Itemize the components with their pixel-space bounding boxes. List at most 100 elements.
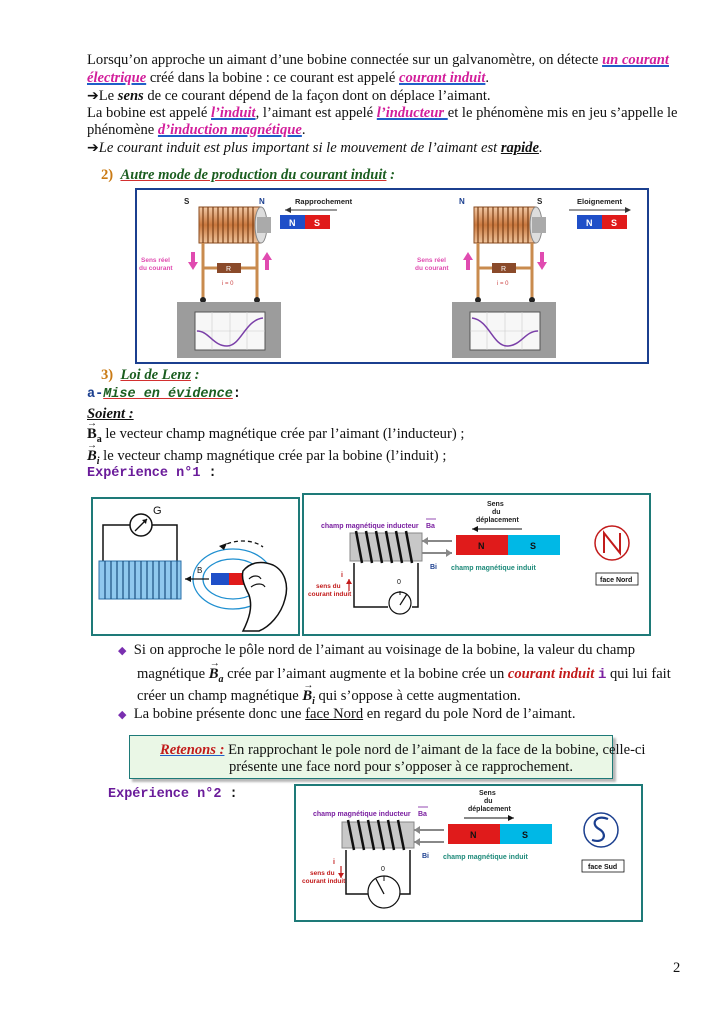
vector-ba-symbol: →Ba	[87, 418, 102, 445]
magnet-n-label: N	[478, 541, 485, 551]
resistor-label: R	[226, 266, 231, 273]
vector-letter: B	[302, 688, 313, 704]
intro-text: phénomène	[87, 122, 158, 138]
intro-line-3: ➔Le sens de ce courant dépend de la faço…	[87, 86, 491, 106]
vector-subscript: a	[218, 673, 224, 685]
figure-induction-modes-svg: S N Rapprochement N S R i = 0 Sens réel …	[139, 197, 631, 358]
magnet-south	[508, 535, 560, 555]
magnet-s-label: S	[611, 218, 617, 228]
coil	[198, 206, 262, 244]
intro-text: .	[538, 140, 543, 156]
current-arrow-up	[463, 252, 473, 270]
label-sens: Sens	[487, 501, 504, 508]
intro-text: , l’aimant est appelé	[255, 105, 377, 121]
resistor	[217, 263, 241, 273]
intro-line-2: électrique créé dans la bobine : ce cour…	[87, 68, 489, 88]
bullet-text: La bobine présente donc une	[133, 706, 306, 722]
bullet-1-line-2: magnétique →Ba crée par l’aimant augment…	[137, 658, 671, 690]
current-arrow-down	[537, 252, 547, 270]
retenons-text: En rapprochant le pole nord de l’aimant …	[224, 742, 646, 758]
label-face-sud: face Sud	[588, 864, 617, 871]
intro-text: Le courant induit est plus important si …	[98, 140, 501, 156]
bullet-1-line-1: ◆ Si on approche le pôle nord de l’aiman…	[118, 640, 635, 661]
label-champ-inducteur: champ magnétique inducteur	[313, 811, 411, 818]
label-south: S	[537, 197, 543, 206]
intro-line-5: phénomène d’induction magnétique.	[87, 120, 306, 140]
vector-bi-symbol: →Bi	[302, 680, 315, 707]
label-eloignement: Eloignement	[577, 197, 623, 206]
galvanometer-label: G	[153, 505, 162, 517]
experience-2-heading: Expérience n°2 :	[108, 787, 238, 802]
label-deplacement: déplacement	[468, 806, 511, 813]
magnet-north	[211, 573, 229, 585]
subsection-title: Mise en évidence	[103, 387, 233, 402]
bullet-text: créer un champ magnétique	[137, 688, 303, 704]
label-face-nord: face Nord	[600, 577, 632, 584]
figure-hand-magnet: G B	[91, 497, 300, 636]
section-3-title: 3) Loi de Lenz :	[101, 367, 200, 384]
bullet-1-line-3: créer un champ magnétique →Bi qui s’oppo…	[137, 680, 521, 712]
setup-eloignement: N S Eloignement N S R i = 0 Sens réel du…	[415, 197, 631, 358]
soient-label: Soient :	[87, 406, 134, 422]
bullet-text: crée par l’aimant augmente et la bobine …	[223, 666, 508, 682]
label-du: du	[492, 509, 501, 516]
label-sens-du: sens du	[316, 583, 341, 590]
magnet-south	[500, 824, 552, 844]
experience-colon: :	[221, 787, 238, 802]
current-i-label: i	[341, 572, 343, 579]
subsection-prefix: a-	[87, 387, 104, 402]
section-title-colon: :	[191, 367, 200, 383]
signal-curve	[471, 317, 539, 347]
section-title-text: Autre mode de production du courant indu…	[120, 167, 387, 183]
label-north: N	[459, 197, 465, 206]
label-north: N	[259, 197, 265, 206]
intro-text: de ce courant dépend de la façon dont on…	[143, 88, 491, 104]
retenons-label: Retenons :	[160, 742, 225, 758]
magnet-south	[602, 215, 627, 229]
subsection-colon: :	[232, 387, 241, 402]
vector-subscript: a	[96, 433, 102, 445]
vector-ba-definition: →Ba le vecteur champ magnétique crée par…	[87, 418, 464, 450]
term-electrique: électrique	[87, 70, 147, 86]
figure-induction-modes: S N Rapprochement N S R i = 0 Sens réel …	[135, 188, 649, 364]
motion-arrow	[220, 540, 264, 548]
section-number: 3)	[101, 367, 114, 383]
setup-rapprochement: S N Rapprochement N S R i = 0 Sens réel …	[139, 197, 353, 358]
current-arrow-down	[188, 252, 198, 270]
retenons-line-2: présente une face nord pour s’opposer à …	[229, 759, 574, 775]
coil	[473, 206, 537, 244]
section-number: 2)	[101, 167, 114, 183]
term-rapide: rapide	[500, 140, 539, 156]
sense-label-1: Sens réel	[417, 257, 446, 264]
magnet-n-label: N	[586, 218, 593, 228]
iron-core	[257, 217, 271, 233]
galvanometer-zero: 0	[397, 579, 401, 586]
magnet-north	[448, 824, 500, 844]
intro-text: .	[485, 70, 490, 86]
magnet-north	[456, 535, 508, 555]
resistor-label: R	[501, 266, 506, 273]
term-inducteur: l’inducteur	[376, 105, 448, 121]
bullet-icon: ◆	[118, 709, 127, 721]
magnet-s-label: S	[530, 541, 536, 551]
bullet-text: en regard du pole Nord de l’aimant.	[363, 706, 576, 722]
magnet-s-label: S	[522, 830, 528, 840]
intro-text: créé dans la bobine : ce courant est app…	[146, 70, 400, 86]
bullet-text: Si on approche le pôle nord de l’aimant …	[133, 642, 636, 658]
intro-text: .	[301, 122, 306, 138]
label-champ-induit: champ magnétique induit	[443, 854, 528, 861]
section-title-text: Loi de Lenz	[120, 367, 191, 383]
experience-1-heading: Expérience n°1 :	[87, 466, 217, 481]
vector-bi-symbol: →Bi	[87, 440, 100, 467]
term-sens: sens	[117, 88, 144, 104]
vector-bi-definition: →Bi le vecteur champ magnétique crée par…	[87, 440, 446, 472]
section-2-title: 2) Autre mode de production du courant i…	[101, 167, 395, 184]
experience-colon: :	[200, 466, 217, 481]
intro-text: Lorsqu’on approche un aimant d’une bobin…	[87, 52, 603, 68]
sense-label-2: du courant	[139, 265, 173, 272]
label-deplacement: déplacement	[476, 517, 519, 524]
vector-subscript: i	[96, 455, 100, 467]
sense-label-1: Sens réel	[141, 257, 170, 264]
vector-letter: B	[208, 666, 219, 682]
hand-icon	[241, 561, 288, 632]
